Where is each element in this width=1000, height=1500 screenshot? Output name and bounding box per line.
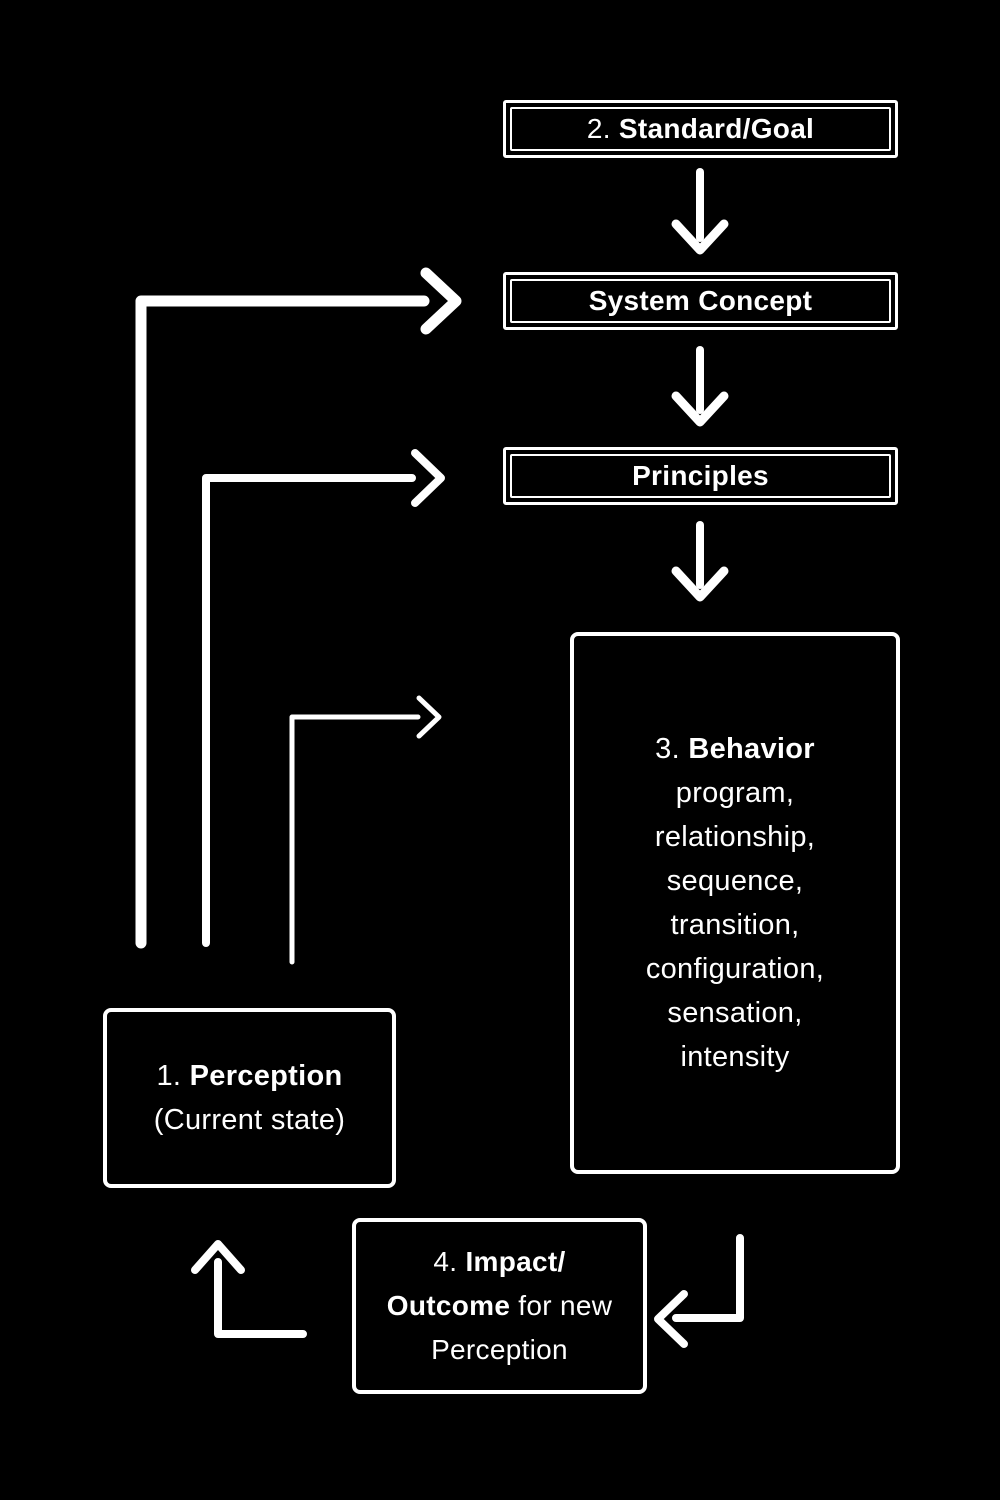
box-standard-goal: 2. Standard/Goal	[503, 100, 898, 158]
arrow-behavior-to-impact	[654, 1234, 744, 1348]
perception-title: 1. Perception	[156, 1054, 342, 1098]
box-system-concept: System Concept	[503, 272, 898, 330]
arrow-standard-goal-to-system-concept	[671, 168, 729, 255]
perception-subtitle: (Current state)	[153, 1104, 346, 1136]
impact-line-2: Outcome for new	[387, 1284, 612, 1328]
impact-label: Impact/	[465, 1246, 566, 1277]
box-impact-outcome: 4. Impact/ Outcome for new Perception	[352, 1218, 647, 1394]
arrow-perception-to-behavior	[289, 695, 442, 965]
behavior-item: sensation,	[667, 997, 803, 1029]
behavior-label: Behavior	[688, 733, 815, 765]
behavior-item: sequence,	[666, 865, 804, 897]
box-system-concept-inner: System Concept	[510, 279, 891, 323]
behavior-item: relationship,	[654, 821, 816, 853]
box-standard-goal-inner: 2. Standard/Goal	[510, 107, 891, 151]
system-concept-label: System Concept	[588, 285, 813, 316]
arrow-principles-to-behavior	[671, 521, 729, 602]
perception-label: Perception	[189, 1060, 343, 1092]
impact-prefix: 4.	[433, 1246, 466, 1277]
standard-goal-text: 2. Standard/Goal	[587, 113, 814, 145]
behavior-item: configuration,	[645, 953, 825, 985]
arrow-system-concept-to-principles	[671, 346, 729, 427]
impact-line-1: 4. Impact/	[433, 1240, 565, 1284]
box-principles-inner: Principles	[510, 454, 891, 498]
arrow-perception-to-system-concept	[135, 267, 462, 949]
perception-prefix: 1.	[156, 1060, 190, 1092]
behavior-title: 3. Behavior	[655, 727, 815, 771]
behavior-item: transition,	[670, 909, 800, 941]
box-principles: Principles	[503, 447, 898, 505]
standard-goal-label: Standard/Goal	[618, 113, 815, 144]
principles-label: Principles	[632, 460, 769, 491]
box-perception: 1. Perception (Current state)	[103, 1008, 396, 1188]
behavior-prefix: 3.	[655, 733, 689, 765]
behavior-item: intensity	[680, 1041, 790, 1073]
standard-goal-prefix: 2.	[586, 113, 619, 144]
arrow-impact-to-perception	[191, 1240, 307, 1338]
behavior-item: program,	[675, 777, 795, 809]
box-behavior: 3. Behavior program, relationship, seque…	[570, 632, 900, 1174]
arrow-perception-to-principles	[202, 449, 445, 947]
outcome-rest: for new	[510, 1290, 613, 1321]
outcome-label: Outcome	[386, 1290, 511, 1321]
impact-line-3: Perception	[431, 1334, 568, 1365]
